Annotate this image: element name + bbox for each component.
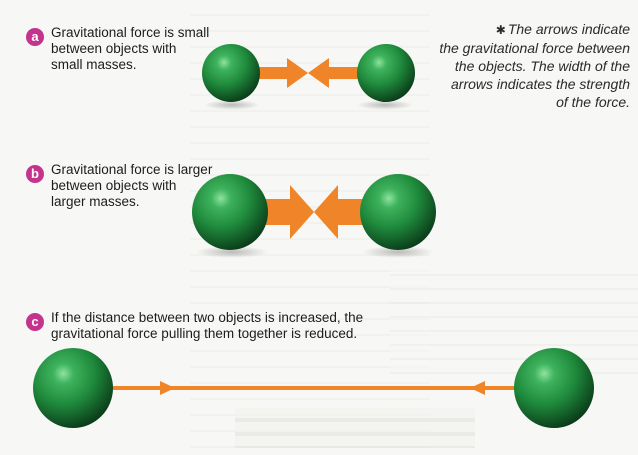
panel-a-badge: a xyxy=(26,28,44,46)
panel-b-right-arrowhead xyxy=(314,185,338,239)
panel-b-right-shadow xyxy=(362,246,434,258)
panel-c-right-sphere xyxy=(514,348,594,428)
arrow-legend-note: ✱The arrows indicate the gravitational f… xyxy=(430,20,630,111)
panel-a-caption: Gravitational force is small between obj… xyxy=(51,25,210,72)
panel-a-illustration xyxy=(202,44,415,110)
panel-b-left-shadow xyxy=(196,246,268,258)
panel-b-right-sphere xyxy=(360,174,436,250)
panel-b-illustration xyxy=(192,174,436,258)
panel-c-caption: If the distance between two objects is i… xyxy=(51,310,364,341)
panel-c-left-sphere xyxy=(33,348,113,428)
panel-a-right-sphere xyxy=(357,44,415,102)
asterisk-icon: ✱ xyxy=(495,23,506,37)
panel-c-left-arrowhead xyxy=(160,381,175,395)
panel-b-left-sphere xyxy=(192,174,268,250)
panel-b-caption: Gravitational force is larger between ob… xyxy=(51,162,213,209)
panel-c-illustration xyxy=(33,348,594,428)
panel-b-badge: b xyxy=(26,165,44,183)
panel-a-left-arrowhead xyxy=(287,58,308,88)
arrow-legend-text: The arrows indicate the gravitational fo… xyxy=(439,21,630,110)
panel-a-left-arrow-shaft xyxy=(252,67,292,79)
panel-a-right-arrow-shaft xyxy=(324,67,364,79)
panel-a-right-arrowhead xyxy=(308,58,329,88)
panel-b-left-arrowhead xyxy=(290,185,314,239)
panel-c-connecting-line xyxy=(100,386,540,390)
panel-a-left-sphere xyxy=(202,44,260,102)
background-heading-texture xyxy=(235,408,475,448)
background-caption-texture xyxy=(390,262,638,382)
panel-c-badge: c xyxy=(26,313,44,331)
panel-a-left-shadow xyxy=(204,100,260,110)
panel-a-right-shadow xyxy=(357,100,413,110)
panel-c-right-arrowhead xyxy=(470,381,485,395)
